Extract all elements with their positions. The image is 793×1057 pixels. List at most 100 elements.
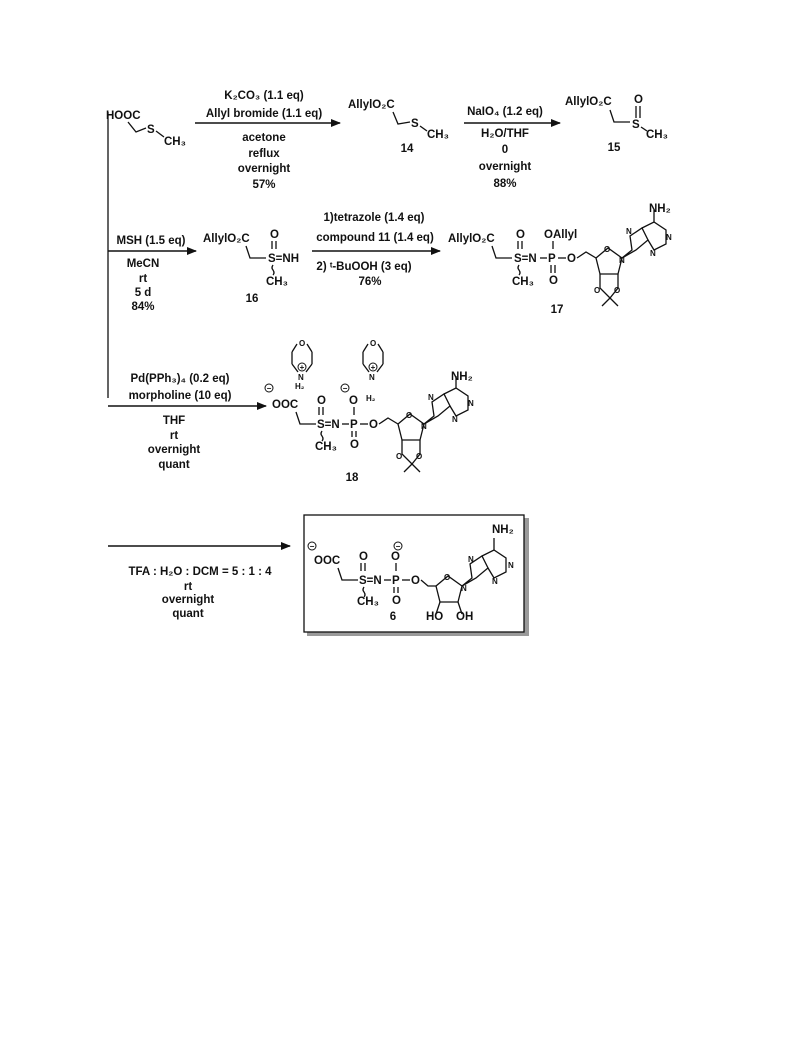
c6-phosphate-minus-label: − [396,542,401,551]
c6-ring-oxygen-label: O [444,573,450,582]
c14-allylo2c-label: AllylO₂C [348,99,395,111]
start-chain-bond [127,121,147,133]
c6-carboxylate-minus-label: − [310,542,315,551]
step2-solvent: H₂O/THF [481,128,529,140]
c6-wavy-bond [362,586,366,598]
step3-yield: 84% [131,301,154,313]
step5-reagent1: Pd(PPh₃)₄ (0.2 eq) [131,373,230,385]
step3-temp: rt [139,273,147,285]
c18-ooc-label: OOC [272,399,298,411]
c6-n1-label: N [508,561,514,570]
c18-wavy-bond [320,430,324,442]
c17-n7-label: N [626,227,632,236]
morpholinium-1-plus-label: + [300,363,305,372]
c18-chain-bond [295,411,316,425]
c18-acetonide-o1-label: O [396,452,402,461]
c6-ooc-label: OOC [314,555,340,567]
c6-p-label: P [392,575,400,587]
c15-allylo2c-label: AllylO₂C [565,96,612,108]
compound-14-number: 14 [401,143,414,155]
c6-chain-bond [337,567,358,581]
morpholinium-1-oxygen-label: O [299,339,305,348]
morpholinium-2-h2-label: H₂ [366,394,376,403]
c14-s-label: S [411,118,419,130]
c16-allylo2c-label: AllylO₂C [203,233,250,245]
step2-temp: 0 [502,144,508,156]
start-ch3-label: CH₃ [164,136,186,148]
step2-reagent1: NaIO₄ (1.2 eq) [467,106,543,118]
morpholinium-1-h2-label: H₂ [295,382,305,391]
c18-sn-label: S=N [317,419,340,431]
morpholinium-2-plus-label: + [371,363,376,372]
c17-chain-bond [491,245,512,259]
c18-n9-label: N [421,422,427,431]
step1-reagent1: K₂CO₃ (1.1 eq) [224,90,304,102]
compound-18-number: 18 [346,472,359,484]
c6-ho-label: HO [426,611,443,623]
step5-temp: rt [170,430,178,442]
c18-n3-label: N [452,415,458,424]
c18-ring-oxygen-label: O [406,411,412,420]
start-hooc-label: HOOC [106,110,141,122]
c17-n3-label: N [650,249,656,258]
c16-ch3-label: CH₃ [266,276,288,288]
c17-acetonide-o2-label: O [614,286,620,295]
c18-phosphate-minus-label: − [343,384,348,393]
step1-solvent: acetone [242,132,285,144]
compound-15-number: 15 [608,142,621,154]
c6-ester-oxygen-label: O [411,575,420,587]
morpholinium-2-plus-charge [368,362,378,372]
step6-temp: rt [184,581,192,593]
start-s-label: S [147,124,155,136]
step6-yield: quant [172,608,203,620]
morpholinium-1-plus-charge [297,362,307,372]
c17-ch3-label: CH₃ [512,276,534,288]
step6-time: overnight [162,594,215,606]
c18-phosphate-minus-charge [340,383,350,393]
c18-nh2-label: NH₂ [451,371,473,383]
c17-so-double-bond [517,241,523,249]
c17-ester-oxygen-label: O [567,253,576,265]
c17-p-oxygen-label: O [549,275,558,287]
c17-o-ch2-bond [576,251,597,259]
c16-so-double-bond [271,241,277,249]
c16-snh-label: S=NH [268,253,299,265]
step1-time: overnight [238,163,291,175]
c18-p-oxygen-top-label: O [349,395,358,407]
morpholinium-1-n-label: N [298,373,304,382]
step4-yield: 76% [358,276,381,288]
c18-po-double-bond [351,431,357,437]
c6-n9-label: N [461,584,467,593]
step3-reagent1: MSH (1.5 eq) [116,235,185,247]
c6-so-double-bond [360,563,366,571]
compound-16-number: 16 [246,293,259,305]
step3-solvent: MeCN [127,258,160,270]
c17-ring-oxygen-label: O [604,245,610,254]
c6-p-oxygen-top-label: O [391,551,400,563]
start-s-ch3-bond [155,130,165,138]
c17-sn-label: S=N [514,253,537,265]
step2-time: overnight [479,161,532,173]
c17-n9-label: N [619,256,625,265]
compound-17-number: 17 [551,304,564,316]
c14-s-ch3-bond [419,125,428,132]
c17-allylo2c-label: AllylO₂C [448,233,495,245]
c18-n1-label: N [468,399,474,408]
c6-ch3-label: CH₃ [357,596,379,608]
morpholinium-2-oxygen-label: O [370,339,376,348]
c18-ch3-label: CH₃ [315,441,337,453]
c17-wavy-bond [517,264,521,276]
step2-yield: 88% [493,178,516,190]
c17-p-label: P [548,253,556,265]
step5-reagent2: morpholine (10 eq) [129,390,232,402]
step5-solvent: THF [163,415,185,427]
c6-sn-label: S=N [359,575,382,587]
c16-s-ch3-wavy-bond [271,264,275,276]
c18-n7-label: N [428,393,434,402]
c16-chain-bond [245,245,266,259]
c15-s-ch3-bond [640,126,648,132]
c6-nh2-label: NH₂ [492,524,514,536]
c15-oxygen-label: O [634,94,643,106]
step1-reagent2: Allyl bromide (1.1 eq) [206,108,322,120]
c6-oh-label: OH [456,611,473,623]
